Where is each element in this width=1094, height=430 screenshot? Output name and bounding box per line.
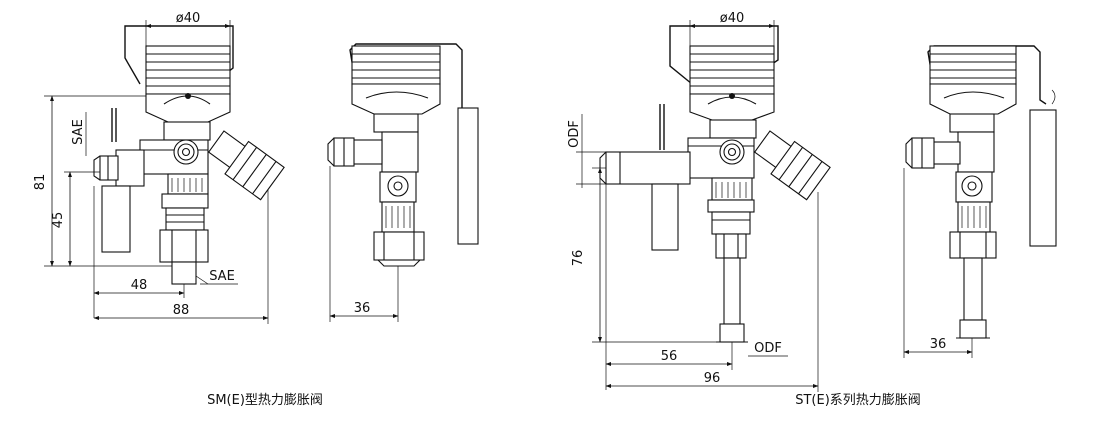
sm-side-dim-width: 36 xyxy=(354,301,371,316)
st-dim-height-lower: 76 xyxy=(571,250,586,267)
sm-dim-bulb-diameter: ø40 xyxy=(176,11,201,26)
sm-label-outlet-fitting: SAE xyxy=(209,269,235,284)
sm-front-valve-body xyxy=(139,121,211,285)
st-side-dim-width: 36 xyxy=(930,337,947,352)
st-front-dimensions: ø40 ODF 76 ODF 56 96 xyxy=(567,11,819,392)
sm-dim-width-overall: 88 xyxy=(173,303,190,318)
st-dim-width-outlet: 56 xyxy=(661,349,678,364)
sm-front-power-head xyxy=(145,45,231,123)
sm-front-equalizer-fitting xyxy=(207,130,285,201)
st-front-power-head xyxy=(689,45,775,121)
sm-side-power-head xyxy=(351,45,441,115)
sm-label-inlet-fitting: SAE xyxy=(71,119,86,145)
st-front-equalizer-fitting xyxy=(753,130,831,201)
st-dim-width-overall: 96 xyxy=(704,371,721,386)
sm-side-view xyxy=(327,43,479,267)
st-label-inlet-fitting: ODF xyxy=(567,120,582,148)
sm-front-dimensions: ø40 81 45 SAE SAE 48 88 xyxy=(33,11,269,324)
sm-dim-width-outlet: 48 xyxy=(131,278,148,293)
st-side-dimensions: 36 xyxy=(903,168,973,358)
sm-front-inlet-fitting xyxy=(93,149,145,253)
sm-dim-height-overall: 81 xyxy=(33,174,48,191)
sm-front-view xyxy=(93,25,285,285)
sm-dim-height-inlet: 45 xyxy=(51,212,66,229)
st-front-inlet-tube xyxy=(599,151,691,251)
st-front-valve-body xyxy=(687,119,757,343)
st-dim-bulb-diameter: ø40 xyxy=(720,11,745,26)
st-side-power-head xyxy=(929,45,1017,115)
st-side-view xyxy=(905,45,1057,339)
st-front-view xyxy=(599,25,831,343)
right-caption: ST(E)系列热力膨胀阀 xyxy=(795,393,921,408)
left-caption: SM(E)型热力膨胀阀 xyxy=(207,393,323,408)
st-label-outlet-fitting: ODF xyxy=(754,341,782,356)
sm-side-dimensions: 36 xyxy=(329,166,399,322)
